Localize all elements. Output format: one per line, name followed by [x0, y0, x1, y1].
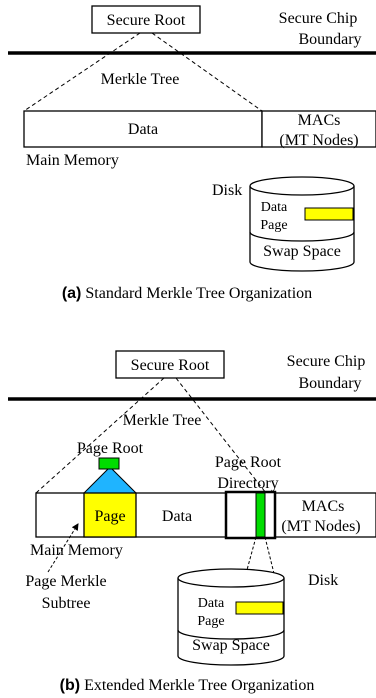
data-page-block — [304, 207, 354, 221]
secure-root-box — [115, 350, 225, 379]
page-root-directory-label-line1: Page Root — [215, 454, 282, 471]
caption-a-label: (a) — [62, 285, 82, 302]
caption-b-label: (b) — [60, 677, 80, 694]
merkle-tree-edge-right — [175, 377, 267, 494]
page-root-directory-entry — [255, 492, 266, 538]
page-label: Page — [94, 508, 125, 525]
data-page-label-line2: Page — [260, 218, 287, 233]
caption-a: (a) Standard Merkle Tree Organization — [62, 285, 312, 302]
merkle-tree-label: Merkle Tree — [123, 412, 202, 429]
caption-b: (b) Extended Merkle Tree Organization — [60, 677, 315, 694]
chip-boundary-label-line1: Secure Chip — [279, 10, 358, 27]
page-merkle-subtree-label-line2: Subtree — [42, 595, 91, 612]
panel-a: Secure Root Secure Chip Boundary Merkle … — [8, 5, 376, 302]
main-memory-label: Main Memory — [30, 542, 123, 559]
caption-b-text: Extended Merkle Tree Organization — [80, 677, 314, 694]
macs-label-line1: MACs — [302, 498, 345, 515]
page-merkle-subtree-label-line1: Page Merkle — [25, 573, 106, 590]
data-page-block — [235, 601, 284, 615]
memory-data-region — [23, 110, 263, 148]
secure-root-label: Secure Root — [107, 12, 186, 29]
data-page-label-line1: Data — [198, 596, 225, 611]
macs-label-line2: (MT Nodes) — [279, 132, 358, 149]
chip-boundary-label-line2: Boundary — [298, 31, 361, 48]
disk-cylinder — [177, 568, 285, 666]
chip-boundary-label-line1: Secure Chip — [287, 353, 366, 370]
data-page-label-line1: Data — [261, 200, 288, 215]
main-memory-label: Main Memory — [26, 152, 119, 169]
merkle-tree-edge-left — [23, 32, 141, 112]
merkle-tree-label: Merkle Tree — [101, 71, 180, 88]
swap-space-label: Swap Space — [263, 243, 341, 260]
chip-boundary-label-line2: Boundary — [298, 375, 361, 392]
page-block — [83, 492, 137, 538]
disk-cylinder — [249, 176, 355, 272]
disk-label: Disk — [212, 182, 242, 199]
page-root-directory-label-line2: Directory — [217, 475, 278, 492]
secure-root-label: Secure Root — [131, 357, 210, 374]
macs-label-line2: (MT Nodes) — [281, 518, 360, 535]
page-root-node — [98, 457, 120, 470]
panel-b: Secure Root Secure Chip Boundary Merkle … — [8, 350, 376, 694]
macs-label-line1: MACs — [298, 112, 341, 129]
data-label: Data — [162, 508, 192, 525]
page-merkle-subtree-pointer — [47, 523, 79, 573]
disk-label: Disk — [308, 572, 338, 589]
data-page-label-line2: Page — [197, 614, 224, 629]
merkle-tree-edge-right — [151, 32, 263, 112]
data-label: Data — [128, 121, 158, 138]
memory-macs-region — [261, 110, 376, 148]
secure-root-box — [91, 5, 201, 34]
page-root-label: Page Root — [77, 440, 144, 457]
memory-macs-region — [265, 492, 376, 538]
merkle-tree-edge-left — [35, 377, 165, 494]
page-root-directory-box — [224, 490, 277, 540]
swap-space-label: Swap Space — [192, 637, 270, 654]
caption-a-text: Standard Merkle Tree Organization — [81, 285, 312, 302]
page-merkle-subtree-triangle — [82, 466, 138, 494]
